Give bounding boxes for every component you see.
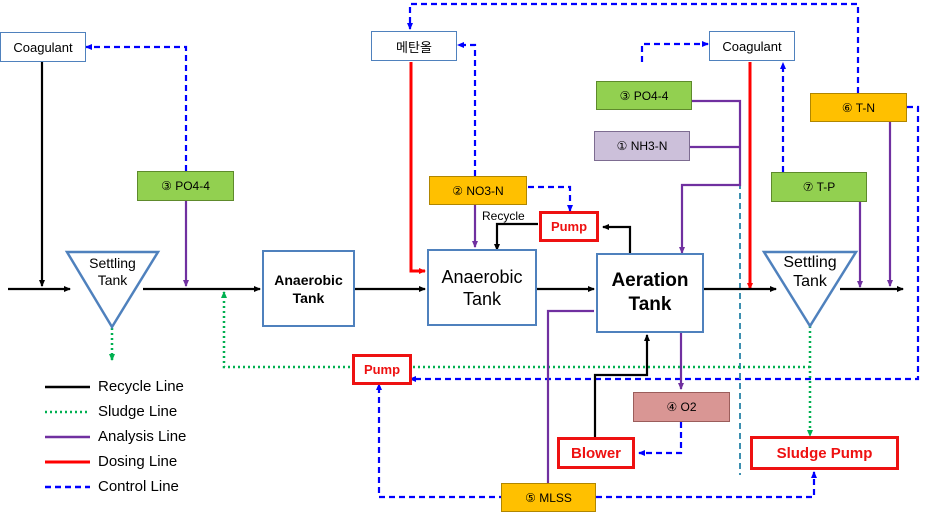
- dosing-lines: [409, 62, 753, 290]
- sludge-lines: [109, 291, 813, 437]
- recycle-pump-label: Pump: [550, 219, 588, 234]
- methanol-label: 메탄올: [396, 39, 432, 55]
- sludge-recycle-pump-label: Pump: [363, 362, 401, 377]
- blower[interactable]: Blower: [557, 437, 635, 469]
- sensor-tn-label: ⑥ T-N: [841, 100, 876, 115]
- sensor-po4-left-label: ③ PO4-4: [161, 179, 210, 193]
- sensor-no3-label: ② NO3-N: [452, 183, 504, 198]
- settling-tank-right-line2: Tank: [793, 273, 827, 290]
- settling-tank-right-shape: [761, 250, 859, 329]
- anaerobic-tank-1-line2: Tank: [292, 289, 325, 306]
- aeration-tank: Aeration Tank: [596, 253, 704, 333]
- anaerobic-tank-2-line1: Anaerobic: [441, 266, 523, 287]
- aeration-tank-line1: Aeration: [611, 270, 689, 291]
- sensor-nh3: ① NH3-N: [594, 131, 690, 161]
- anaerobic-tank-1-line1: Anaerobic: [274, 271, 343, 288]
- blower-label: Blower: [570, 444, 621, 462]
- sludge-pump-label: Sludge Pump: [776, 444, 873, 462]
- anaerobic-tank-2-line2: Tank: [462, 288, 502, 309]
- sensor-tn: ⑥ T-N: [810, 93, 907, 122]
- legend-sludge-label: Sludge Line: [98, 403, 178, 420]
- sensor-po4-right-label: ③ PO4-4: [619, 88, 669, 103]
- settling-tank-left-label: Settling Tank: [67, 255, 158, 289]
- sludge-pump[interactable]: Sludge Pump: [750, 436, 899, 470]
- sensor-nh3-label: ① NH3-N: [616, 139, 668, 153]
- sensor-mlss-label: ⑤ MLSS: [525, 490, 572, 505]
- control-lines: [85, 2, 920, 499]
- coagulant-left-box: Coagulant: [0, 32, 86, 62]
- anaerobic-tank-2: Anaerobic Tank: [427, 249, 537, 326]
- sludge-recycle-pump[interactable]: Pump: [352, 354, 412, 385]
- settling-tank-right-label: Settling Tank: [764, 253, 856, 291]
- legend-recycle-label: Recycle Line: [98, 378, 184, 395]
- recycle-label: Recycle: [482, 209, 525, 223]
- analysis-lines: [183, 99, 893, 483]
- coagulant-right-box: Coagulant: [709, 31, 795, 61]
- settling-tank-left-shape: [64, 250, 161, 330]
- legend-lines: [45, 385, 90, 489]
- methanol-box: 메탄올: [371, 31, 457, 61]
- coagulant-left-label: Coagulant: [13, 39, 73, 55]
- legend-control-label: Control Line: [98, 478, 179, 495]
- anaerobic-tank-1: Anaerobic Tank: [262, 250, 355, 327]
- coagulant-right-label: Coagulant: [722, 38, 782, 54]
- sensor-po4-left: ③ PO4-4: [137, 171, 234, 201]
- settling-tank-left-line1: Settling: [89, 255, 136, 271]
- settling-tank-right-line1: Settling: [783, 254, 837, 271]
- sensor-no3: ② NO3-N: [429, 176, 527, 205]
- sensor-tp-label: ⑦ T-P: [802, 180, 836, 194]
- sensor-o2-label: ④ O2: [666, 400, 697, 414]
- legend-dosing-label: Dosing Line: [98, 453, 178, 470]
- sensor-po4-right: ③ PO4-4: [596, 81, 692, 110]
- recycle-lines: [8, 62, 904, 437]
- legend-analysis-label: Analysis Line: [98, 428, 187, 445]
- sensor-tp: ⑦ T-P: [771, 172, 867, 202]
- recycle-pump[interactable]: Pump: [539, 211, 599, 242]
- sensor-o2: ④ O2: [633, 392, 730, 422]
- settling-tank-left-line2: Tank: [97, 272, 128, 288]
- sensor-mlss: ⑤ MLSS: [501, 483, 596, 512]
- aeration-tank-line2: Tank: [628, 294, 672, 315]
